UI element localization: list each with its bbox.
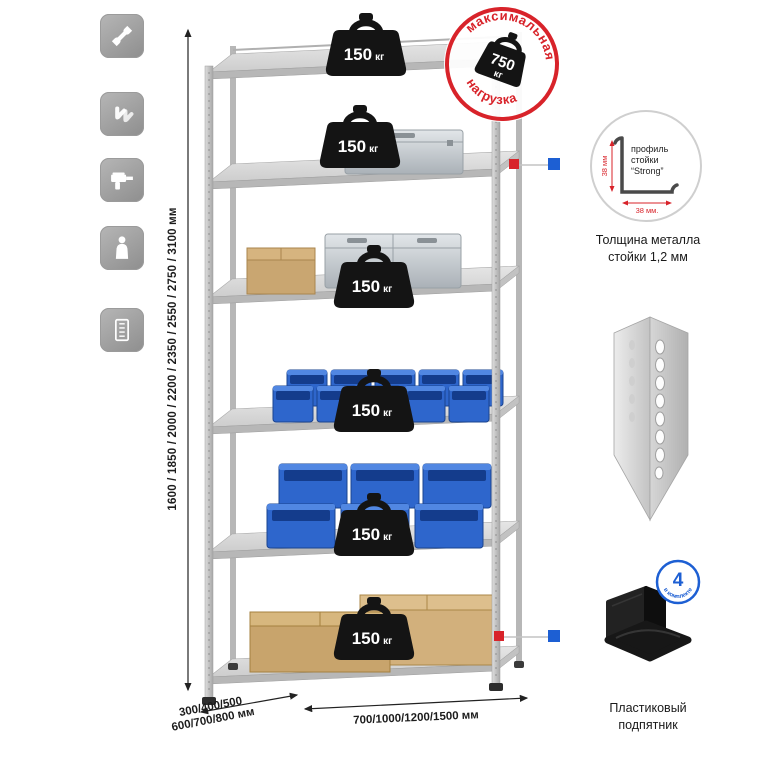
rack-foot bbox=[228, 663, 238, 670]
gloves-icon bbox=[115, 106, 134, 123]
perforated-post-image bbox=[613, 316, 689, 522]
feature-tile bbox=[100, 308, 144, 352]
cardboard-box-small bbox=[246, 247, 316, 295]
plastic-foot-detail: 4 в комплекте bbox=[604, 559, 701, 662]
svg-text:4: 4 bbox=[673, 570, 684, 591]
feature-tile bbox=[100, 226, 144, 270]
connector-red-bottom bbox=[494, 631, 504, 641]
wrench-icon bbox=[111, 25, 133, 47]
rack-foot bbox=[489, 683, 503, 691]
svg-text:профиль: профиль bbox=[631, 144, 669, 154]
depth-dimension-line bbox=[199, 692, 299, 715]
max-load-stamp: максимальная нагрузка 750 кг bbox=[444, 2, 564, 122]
rack-post-back-left bbox=[230, 46, 236, 666]
feature-tile bbox=[100, 14, 144, 58]
profile-caption: Толщина металла стойки 1,2 мм bbox=[595, 233, 701, 264]
max-load-weight-icon: 750 кг bbox=[474, 32, 526, 87]
foot-caption: Пластиковый подпятник bbox=[609, 701, 687, 732]
feature-tile bbox=[100, 92, 144, 136]
connector-red-top bbox=[509, 159, 519, 169]
rack-post-back-right bbox=[516, 32, 522, 664]
width-dimension-line bbox=[303, 694, 529, 713]
svg-text:кг: кг bbox=[492, 68, 504, 81]
svg-text:стойки: стойки bbox=[631, 155, 659, 165]
svg-text:“Strong”: “Strong” bbox=[631, 166, 664, 176]
profile-detail: 38 мм 38 мм. профиль стойки “Strong” bbox=[590, 110, 702, 222]
svg-text:38 мм: 38 мм bbox=[600, 156, 609, 177]
drill-icon bbox=[111, 172, 133, 190]
feature-tile bbox=[100, 158, 144, 202]
person-icon bbox=[115, 236, 129, 259]
connector-blue-bottom bbox=[548, 630, 560, 642]
rack-foot bbox=[514, 661, 524, 668]
connector-blue-top bbox=[548, 158, 560, 170]
kit-count-badge: 4 в комплекте bbox=[655, 559, 701, 605]
height-dimension-label: 1600 / 1850 / 2000 / 2200 / 2350 / 2550 … bbox=[167, 207, 179, 511]
plastic-foot-image bbox=[604, 586, 692, 662]
profile-cross-section bbox=[613, 136, 679, 194]
rack-dimensions-icon bbox=[115, 318, 129, 342]
svg-text:38 мм.: 38 мм. bbox=[636, 206, 659, 215]
